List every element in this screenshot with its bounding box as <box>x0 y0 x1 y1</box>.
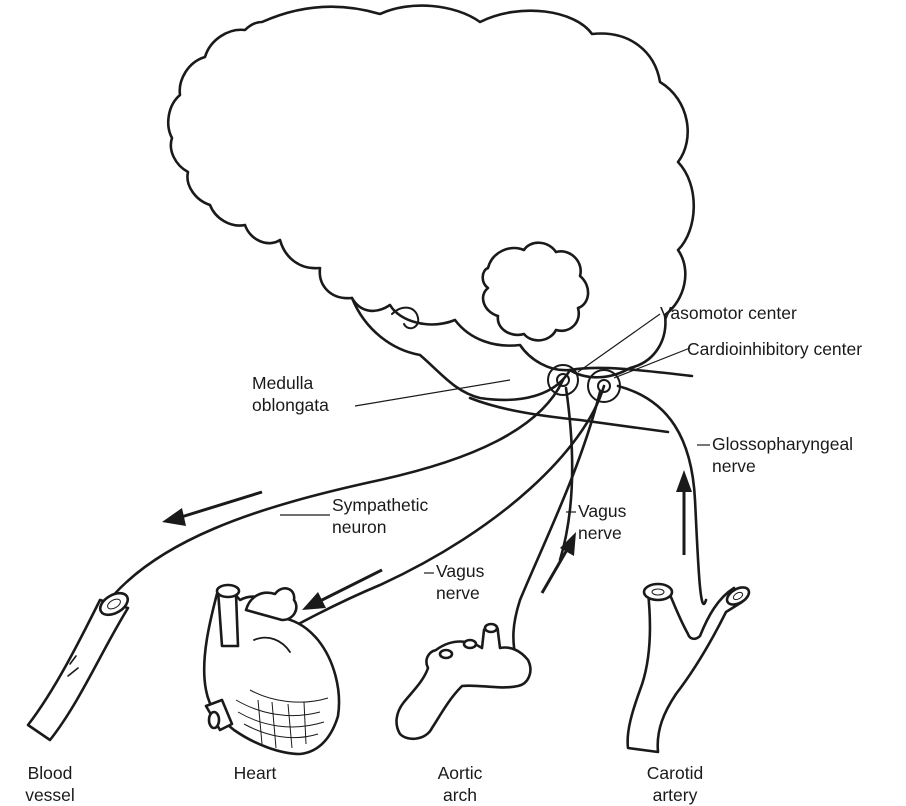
arrow-sympathetic <box>162 492 262 526</box>
aortic-arch-drawing <box>397 624 531 739</box>
label-vagus-nerve-aortic: Vagus nerve <box>578 500 626 544</box>
glossopharyngeal-nerve-path <box>618 386 706 604</box>
label-vasomotor-center: Vasomotor center <box>660 302 797 324</box>
brain-cerebrum <box>168 6 693 378</box>
label-sympathetic-neuron: Sympathetic neuron <box>332 494 428 538</box>
label-aortic-arch: Aortic arch <box>415 762 505 806</box>
label-cardioinhibitory-center: Cardioinhibitory center <box>687 338 862 360</box>
label-medulla-oblongata: Medulla oblongata <box>252 372 329 416</box>
carotid-artery-drawing <box>628 584 752 752</box>
label-blood-vessel: Blood vessel <box>2 762 98 806</box>
leader-medulla <box>355 380 510 406</box>
arrow-glossopharyngeal <box>676 470 692 555</box>
vagus-nerve-aortic-inner <box>560 388 572 560</box>
blood-vessel-drawing <box>28 589 131 740</box>
label-vagus-nerve-heart: Vagus nerve <box>436 560 484 604</box>
label-heart: Heart <box>212 762 298 784</box>
arrow-vagus-aortic <box>542 532 576 593</box>
heart-drawing <box>204 585 339 754</box>
label-carotid-artery: Carotid artery <box>630 762 720 806</box>
label-glossopharyngeal-nerve: Glossopharyngeal nerve <box>712 433 853 477</box>
brain-cerebellum <box>483 243 588 341</box>
